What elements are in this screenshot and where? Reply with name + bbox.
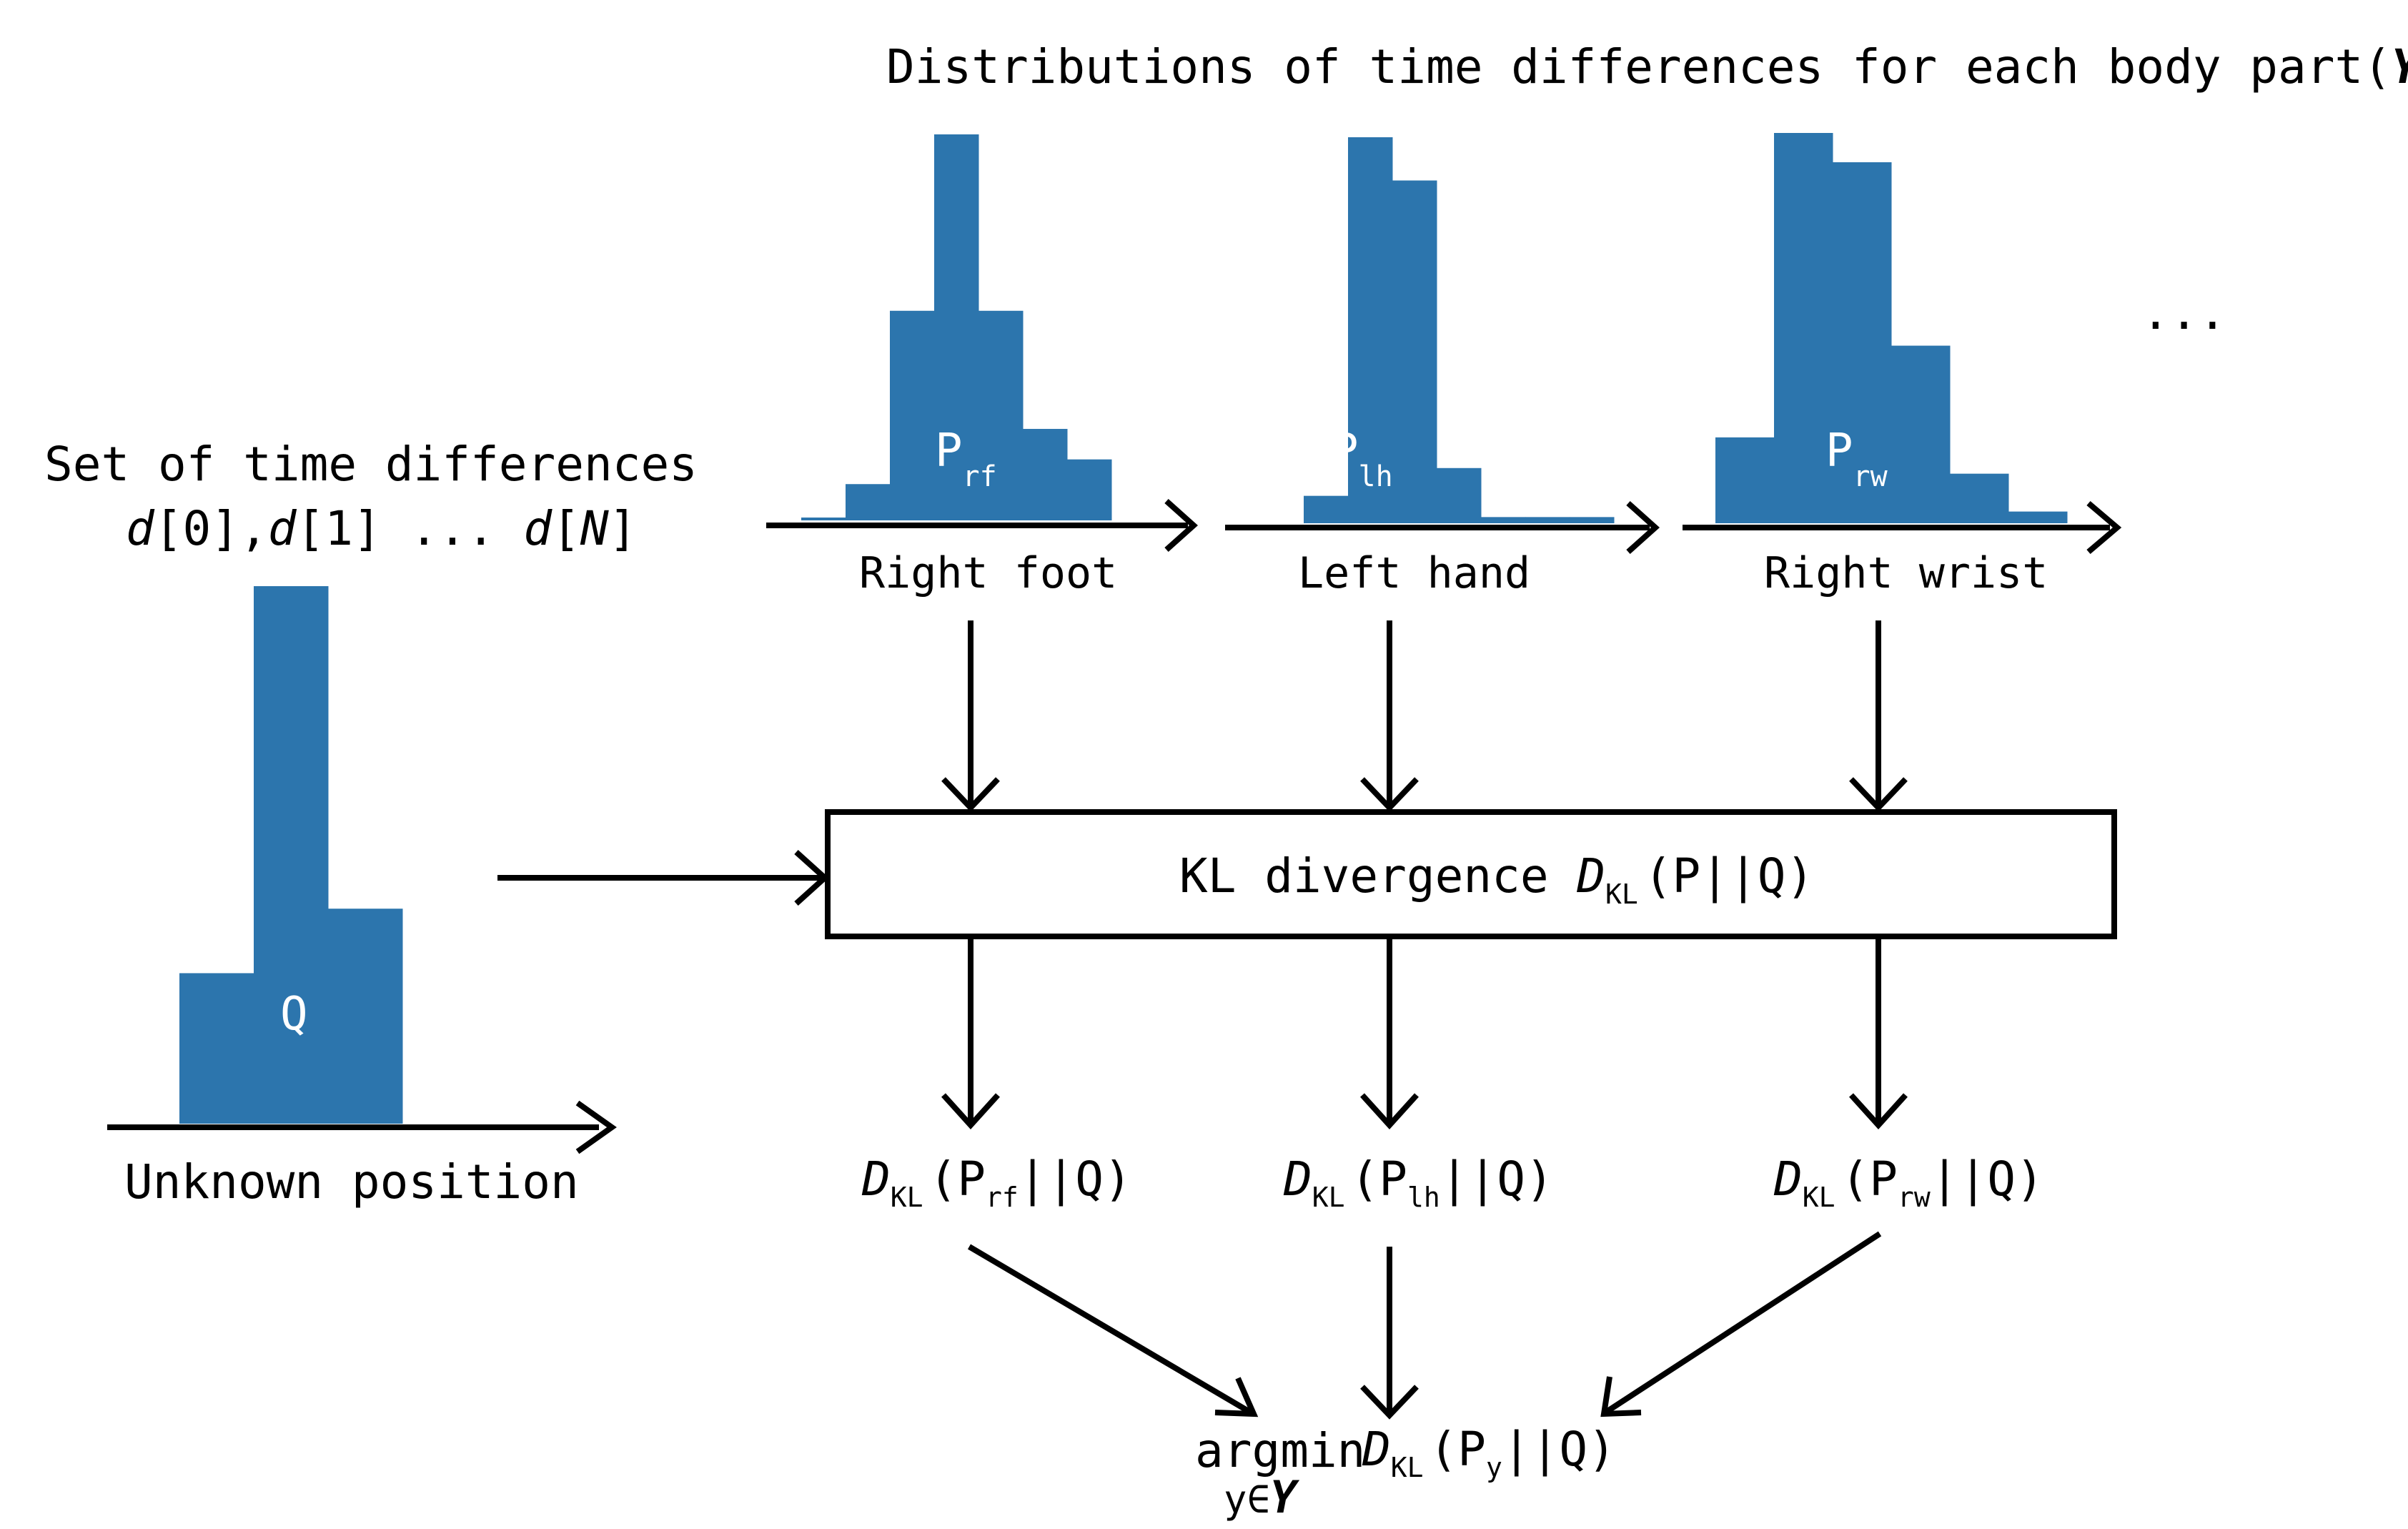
converging-arrows bbox=[967, 1231, 1882, 1420]
right-wrist-histogram-bar-6 bbox=[2008, 511, 2068, 523]
kl-box-frame bbox=[825, 809, 2117, 939]
kl-divergence-box: KL divergence DKL(P||Q) bbox=[825, 809, 2117, 939]
argmin-subscript: y∈Y bbox=[1224, 1471, 1300, 1523]
rw-to-argmin-arrowhead bbox=[1600, 1376, 1642, 1417]
rf-to-argmin-arrowhead bbox=[1214, 1377, 1259, 1417]
time-difference-sequence: d[0],d[1] ... d[N] bbox=[126, 501, 637, 556]
left-hand-histogram bbox=[1304, 137, 1615, 524]
argmin-expression: argmin DKL(Py||Q) y∈Y bbox=[1195, 1422, 1616, 1523]
left-hand-axis-arrowhead bbox=[1626, 501, 1660, 554]
right-wrist-group: Prw Right wrist bbox=[1683, 133, 2122, 598]
right-foot-axis-arrowhead bbox=[1164, 499, 1198, 552]
q-histogram-label: Q bbox=[280, 988, 308, 1041]
right-wrist-histogram-bar-4 bbox=[1891, 345, 1951, 523]
right-foot-histogram-bar-5 bbox=[978, 310, 1024, 520]
right-wrist-histogram-bar-2 bbox=[1774, 133, 1833, 523]
right-wrist-down-arrowhead bbox=[1849, 777, 1908, 812]
right-wrist-histogram-bar-1 bbox=[1715, 437, 1775, 523]
left-hand-down-arrowhead bbox=[1360, 777, 1419, 812]
q-histogram-bar-1 bbox=[179, 973, 254, 1124]
left-hand-histogram-bar-2 bbox=[1304, 495, 1349, 523]
q-histogram-bar-2 bbox=[254, 586, 329, 1124]
right-wrist-histogram bbox=[1715, 133, 2068, 523]
argmin-label: argmin bbox=[1195, 1423, 1365, 1478]
left-hand-group: Plh Left hand bbox=[1225, 137, 1660, 598]
right-foot-down-arrowhead bbox=[941, 777, 1000, 812]
right-foot-histogram bbox=[801, 134, 1112, 520]
left-hand-label: Left hand bbox=[1298, 548, 1530, 598]
rf-result-arrowhead bbox=[941, 1093, 1000, 1129]
right-wrist-label: Right wrist bbox=[1764, 548, 2048, 598]
right-wrist-axis-arrowhead bbox=[2086, 500, 2122, 555]
lh-result-arrowhead bbox=[1360, 1093, 1419, 1129]
kl-result-right-foot: DKL(Prf||Q) bbox=[861, 1152, 1132, 1213]
kl-result-right-wrist: DKL(Prw||Q) bbox=[1773, 1152, 2044, 1213]
right-foot-histogram-bar-4 bbox=[934, 134, 979, 520]
diagram-title: Distributions of time differences for ea… bbox=[886, 39, 2408, 94]
left-hand-distribution-label: Plh bbox=[1331, 425, 1393, 493]
right-foot-group: Prf Right foot bbox=[766, 134, 1198, 598]
right-foot-histogram-bar-3 bbox=[890, 310, 935, 520]
q-histogram-bar-3 bbox=[328, 909, 403, 1124]
lh-to-argmin-arrowhead bbox=[1360, 1385, 1419, 1420]
q-histogram bbox=[179, 586, 403, 1124]
more-body-parts-ellipsis: ... bbox=[2141, 285, 2226, 340]
set-y-symbol: Y bbox=[2392, 39, 2408, 94]
unknown-position-group: Set of time differences d[0],d[1] ... d[… bbox=[44, 437, 698, 1209]
right-foot-distribution-label: Prf bbox=[935, 425, 997, 493]
left-hand-histogram-bar-3 bbox=[1348, 137, 1393, 523]
kl-result-left-hand: DKL(Plh||Q) bbox=[1283, 1152, 1554, 1213]
kl-box-text: KL divergence DKL(P||Q) bbox=[1179, 848, 1814, 910]
right-foot-label: Right foot bbox=[859, 548, 1117, 598]
right-wrist-histogram-bar-5 bbox=[1950, 473, 2009, 523]
output-arrows bbox=[941, 938, 1908, 1129]
set-of-time-differences-label: Set of time differences bbox=[44, 437, 698, 492]
argmin-kl-expression: DKL(Py||Q) bbox=[1362, 1422, 1616, 1483]
input-arrows bbox=[497, 620, 1908, 906]
left-hand-histogram-bar-6 bbox=[1481, 517, 1526, 523]
rf-to-argmin-arrow bbox=[967, 1244, 1253, 1415]
right-foot-histogram-bar-2 bbox=[846, 484, 891, 520]
right-foot-histogram-bar-6 bbox=[1023, 429, 1068, 520]
rw-result-arrowhead bbox=[1849, 1093, 1908, 1129]
right-foot-histogram-bar-7 bbox=[1067, 459, 1112, 520]
q-axis-arrowhead bbox=[575, 1100, 617, 1154]
rw-to-argmin-arrow bbox=[1603, 1231, 1882, 1415]
left-hand-histogram-bar-7 bbox=[1525, 517, 1570, 523]
right-wrist-histogram-bar-3 bbox=[1833, 162, 1892, 523]
unknown-position-label: Unknown position bbox=[124, 1154, 579, 1209]
left-hand-histogram-bar-8 bbox=[1570, 517, 1615, 523]
right-foot-histogram-bar-1 bbox=[801, 518, 846, 520]
left-hand-histogram-bar-5 bbox=[1437, 467, 1482, 523]
right-wrist-distribution-label: Prw bbox=[1825, 425, 1888, 493]
left-hand-histogram-bar-4 bbox=[1392, 180, 1437, 524]
